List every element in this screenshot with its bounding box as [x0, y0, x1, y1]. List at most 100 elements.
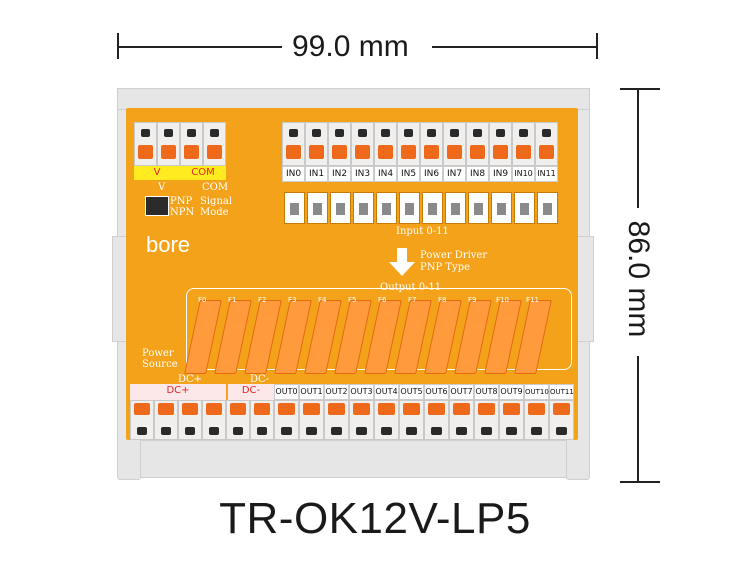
- fuse-label: F8: [438, 296, 447, 304]
- input-label: IN9: [489, 166, 512, 182]
- fuse-label: F2: [258, 296, 267, 304]
- terminal[interactable]: [374, 122, 397, 166]
- terminal[interactable]: [282, 122, 305, 166]
- terminal[interactable]: [349, 400, 374, 440]
- terminal[interactable]: [250, 400, 274, 440]
- output-label: OUT8: [474, 384, 499, 400]
- power-label-strip: V COM: [134, 166, 226, 180]
- input-led: [445, 192, 466, 224]
- output-label: OUT0: [274, 384, 299, 400]
- output-label: OUT5: [399, 384, 424, 400]
- terminal[interactable]: [512, 122, 535, 166]
- input-label: IN10: [512, 166, 535, 182]
- terminal[interactable]: [202, 400, 226, 440]
- silk-v: V: [158, 182, 166, 193]
- terminal[interactable]: [226, 400, 250, 440]
- terminal[interactable]: [549, 400, 574, 440]
- fuse-label: F5: [348, 296, 357, 304]
- input-label-strip: IN0 IN1 IN2 IN3 IN4 IN5 IN6 IN7 IN8 IN9 …: [282, 166, 558, 182]
- output-group-label: Output 0-11: [380, 282, 442, 293]
- output-label: OUT6: [424, 384, 449, 400]
- terminal[interactable]: [154, 400, 178, 440]
- input-led-row: [284, 192, 558, 224]
- input-led: [284, 192, 305, 224]
- terminal[interactable]: [424, 400, 449, 440]
- fuse-label: F11: [526, 296, 539, 304]
- output-label: OUT10: [524, 384, 549, 400]
- height-line-bottom: [637, 356, 639, 483]
- input-terminal-block: [282, 122, 558, 166]
- input-label: IN2: [328, 166, 351, 182]
- power-source-label: Power Source: [142, 348, 178, 370]
- terminal[interactable]: [180, 122, 203, 166]
- terminal[interactable]: [489, 122, 512, 166]
- mode-jumper[interactable]: [145, 196, 169, 216]
- fuse-label: F10: [496, 296, 509, 304]
- width-line-right: [432, 46, 598, 48]
- rail-top-bar: [117, 88, 590, 110]
- input-led: [330, 192, 351, 224]
- mode-pnp: PNP: [170, 196, 193, 207]
- input-label: IN0: [282, 166, 305, 182]
- input-led: [491, 192, 512, 224]
- fuse-label: F1: [228, 296, 237, 304]
- fuse-label: F3: [288, 296, 297, 304]
- terminal[interactable]: [299, 400, 324, 440]
- terminal[interactable]: [535, 122, 558, 166]
- rail-bottom-bar: [140, 440, 567, 478]
- input-label: IN4: [374, 166, 397, 182]
- input-label: IN8: [466, 166, 489, 182]
- driver-text: Power Driver PNP Type: [420, 250, 488, 273]
- terminal[interactable]: [443, 122, 466, 166]
- terminal[interactable]: [203, 122, 226, 166]
- dc-plus-label: DC+: [130, 384, 226, 400]
- input-label: IN6: [420, 166, 443, 182]
- fuse-label: F7: [408, 296, 417, 304]
- output-label: OUT11: [549, 384, 574, 400]
- terminal[interactable]: [351, 122, 374, 166]
- terminal[interactable]: [274, 400, 299, 440]
- input-label: IN3: [351, 166, 374, 182]
- terminal[interactable]: [399, 400, 424, 440]
- terminal[interactable]: [374, 400, 399, 440]
- fuse-label: F6: [378, 296, 387, 304]
- terminal[interactable]: [397, 122, 420, 166]
- height-line-top: [637, 88, 639, 208]
- input-label: IN5: [397, 166, 420, 182]
- product-model-title: TR-OK12V-LP5: [219, 494, 531, 543]
- input-led: [537, 192, 558, 224]
- terminal[interactable]: [178, 400, 202, 440]
- terminal[interactable]: [305, 122, 328, 166]
- power-label-com: COM: [180, 166, 226, 180]
- input-label: IN1: [305, 166, 328, 182]
- terminal[interactable]: [449, 400, 474, 440]
- terminal[interactable]: [466, 122, 489, 166]
- power-terminal-block: [134, 122, 226, 166]
- terminal[interactable]: [524, 400, 549, 440]
- power-label-v: V: [134, 166, 180, 180]
- output-label-strip: DC+ DC- OUT0 OUT1 OUT2 OUT3 OUT4 OUT5 OU…: [130, 384, 574, 400]
- terminal[interactable]: [499, 400, 524, 440]
- output-label: OUT3: [349, 384, 374, 400]
- fuse-label: F0: [198, 296, 207, 304]
- input-led: [468, 192, 489, 224]
- input-group-label: Input 0-11: [396, 226, 449, 237]
- output-label: OUT9: [499, 384, 524, 400]
- input-led: [376, 192, 397, 224]
- terminal[interactable]: [328, 122, 351, 166]
- silk-com: COM: [202, 182, 229, 193]
- height-tick-bottom: [620, 481, 660, 483]
- terminal[interactable]: [157, 122, 180, 166]
- input-label: IN11: [535, 166, 558, 182]
- height-dimension: 86.0 mm: [622, 220, 655, 338]
- rail-clip-right: [576, 236, 594, 342]
- dc-minus-silk: DC-: [250, 374, 270, 385]
- terminal[interactable]: [420, 122, 443, 166]
- brand-logo: bore: [146, 232, 191, 257]
- terminal[interactable]: [474, 400, 499, 440]
- terminal[interactable]: [130, 400, 154, 440]
- terminal[interactable]: [324, 400, 349, 440]
- terminal[interactable]: [134, 122, 157, 166]
- output-label: OUT7: [449, 384, 474, 400]
- dc-minus-label: DC-: [226, 384, 274, 400]
